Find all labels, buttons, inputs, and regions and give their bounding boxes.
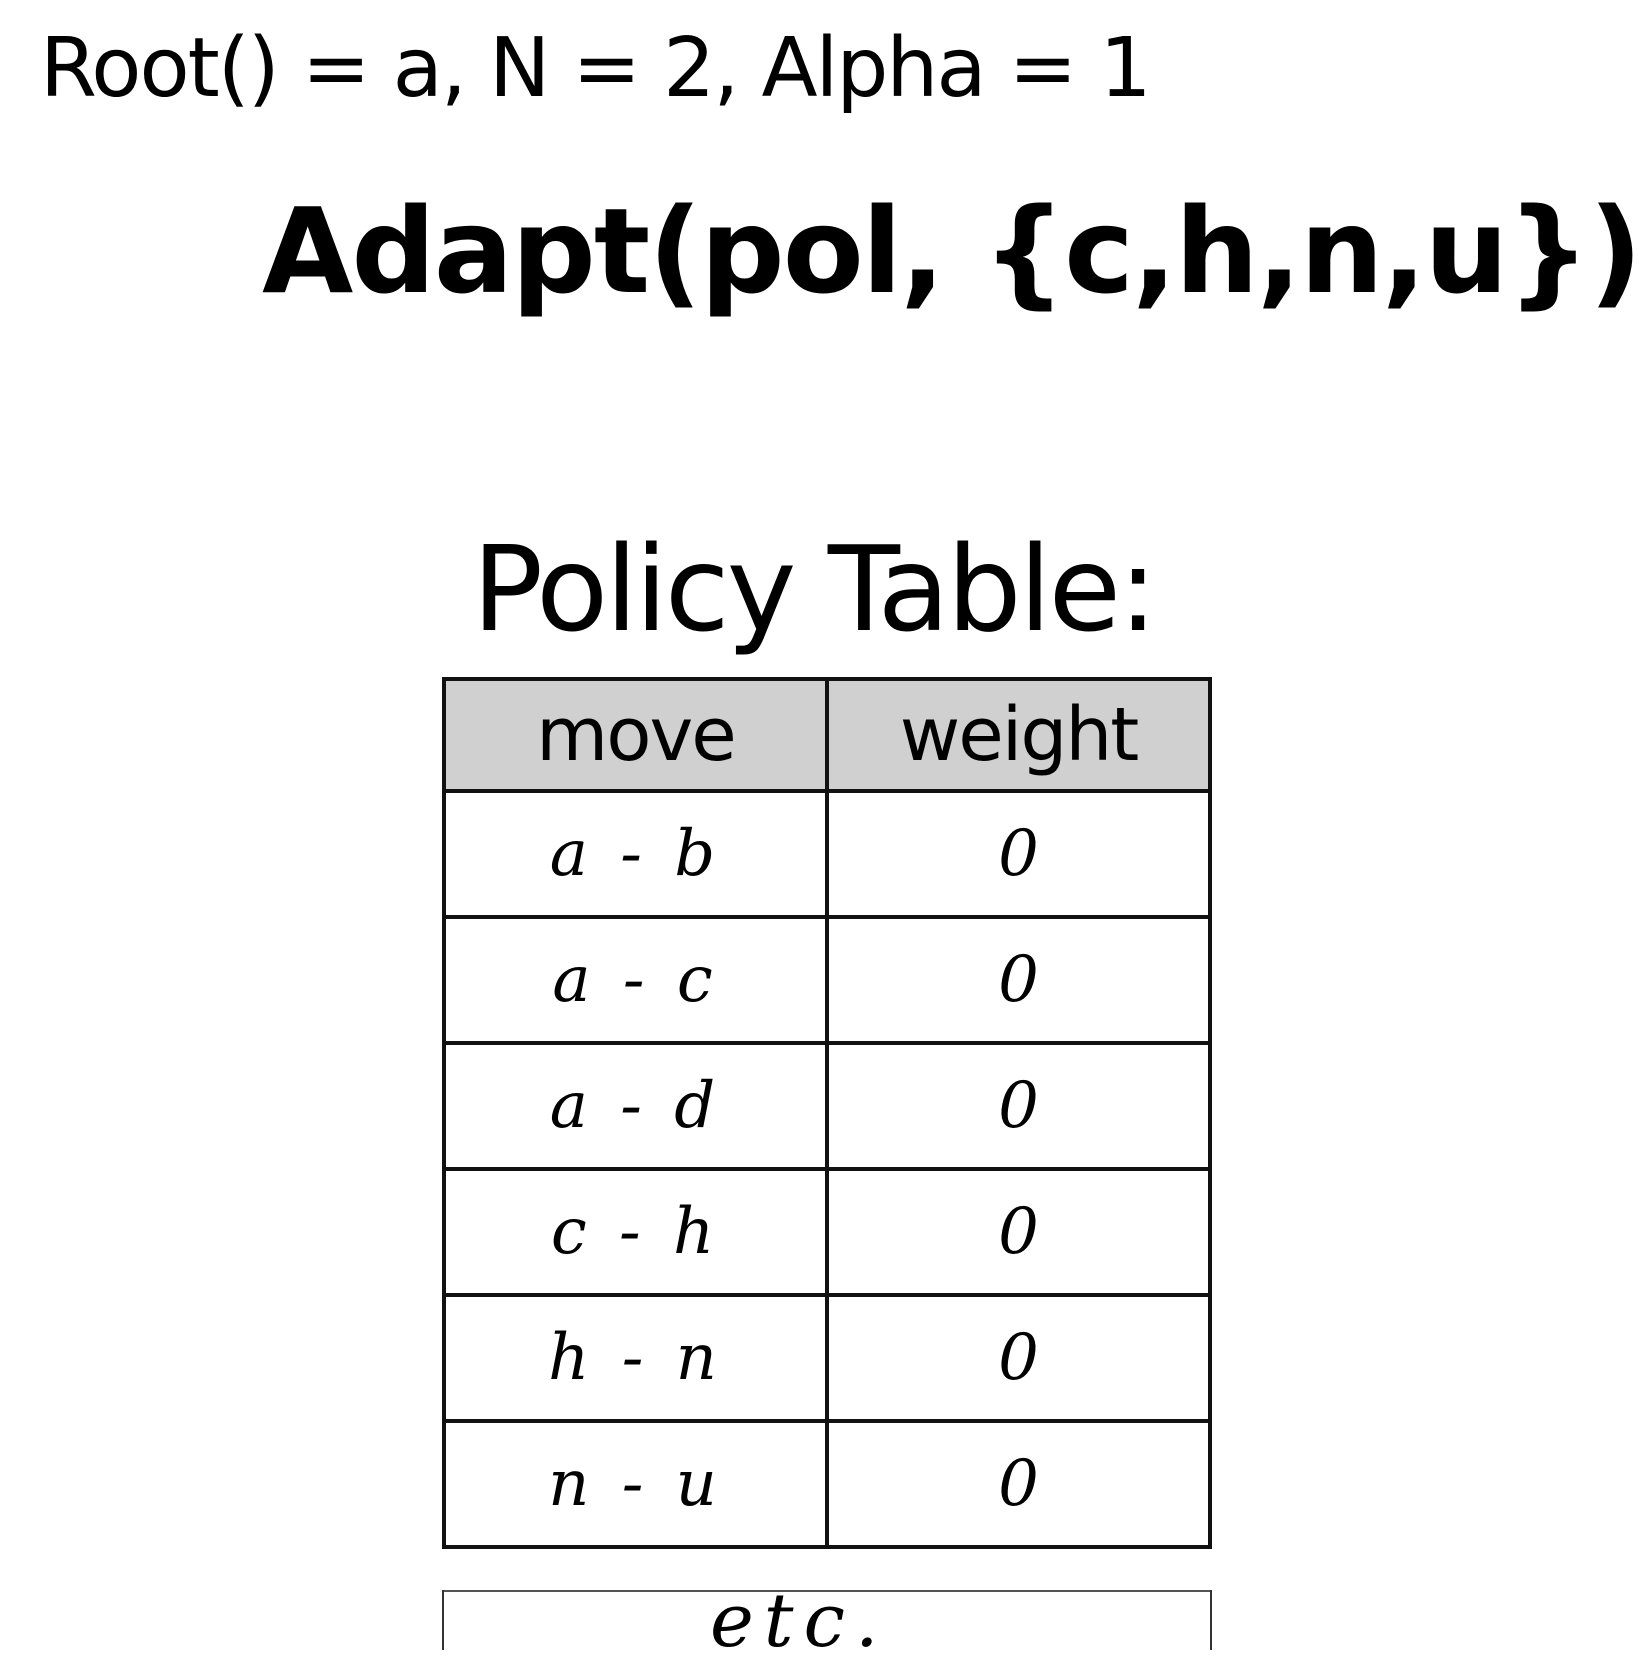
weight-cell: 0 xyxy=(825,789,1212,919)
table-row: n - u 0 xyxy=(442,1419,1212,1549)
weight-cell: 0 xyxy=(825,1167,1212,1297)
table-row: h - n 0 xyxy=(442,1293,1212,1423)
table-row: c - h 0 xyxy=(442,1167,1212,1297)
policy-table: move weight a - b 0 a - c 0 a - d 0 c - … xyxy=(442,677,1212,1549)
move-cell: a - c xyxy=(442,915,829,1045)
continuation-divider xyxy=(442,1590,1212,1592)
move-cell: a - d xyxy=(442,1041,829,1171)
parameters-line: Root() = a, N = 2, Alpha = 1 xyxy=(40,21,1152,116)
etc-label: etc. xyxy=(710,1578,889,1664)
move-cell: a - b xyxy=(442,789,829,919)
column-header-move: move xyxy=(442,677,829,793)
move-cell: h - n xyxy=(442,1293,829,1423)
weight-cell: 0 xyxy=(825,915,1212,1045)
weight-cell: 0 xyxy=(825,1293,1212,1423)
continuation-left-edge xyxy=(442,1590,444,1650)
policy-table-title: Policy Table: xyxy=(472,520,1158,658)
column-header-weight: weight xyxy=(825,677,1212,793)
move-cell: c - h xyxy=(442,1167,829,1297)
adapt-call-heading: Adapt(pol, {c,h,n,u}) xyxy=(262,182,1639,320)
table-continuation: etc. xyxy=(442,1584,1212,1658)
table-row: a - b 0 xyxy=(442,789,1212,919)
table-row: a - c 0 xyxy=(442,915,1212,1045)
table-row: a - d 0 xyxy=(442,1041,1212,1171)
move-cell: n - u xyxy=(442,1419,829,1549)
continuation-right-edge xyxy=(1210,1590,1212,1650)
weight-cell: 0 xyxy=(825,1419,1212,1549)
weight-cell: 0 xyxy=(825,1041,1212,1171)
table-header-row: move weight xyxy=(442,677,1212,793)
